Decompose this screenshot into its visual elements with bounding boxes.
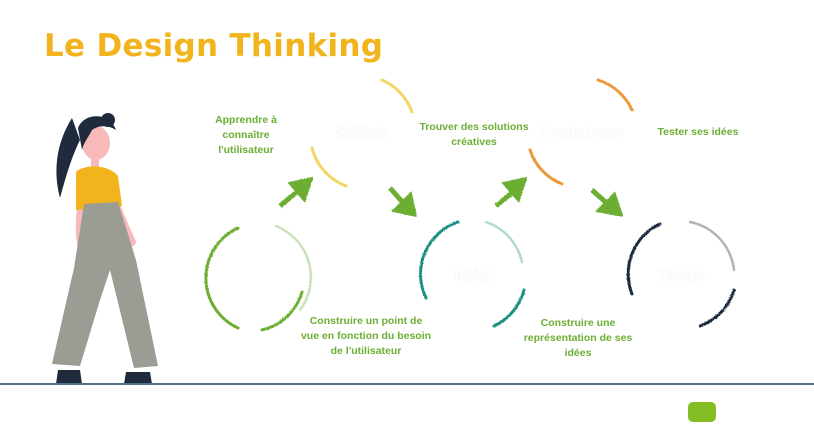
empathize-circle xyxy=(204,224,313,332)
label-define: Construire un point de vue en fonction d… xyxy=(300,315,432,357)
stage-prototype: Prototyper xyxy=(538,123,624,142)
test-circle xyxy=(626,220,736,328)
arrow-prototype-to-test-icon xyxy=(590,188,624,218)
label-empathize: Apprendre à connaître l'utilisateur xyxy=(215,114,277,156)
stage-ideate: Idéer xyxy=(454,266,496,285)
label-test: Tester ses idées xyxy=(657,126,739,138)
define-circle xyxy=(310,78,414,188)
arrow-empathize-to-define-icon xyxy=(278,176,314,208)
stage-test: Tester xyxy=(656,266,706,285)
stage-define: Définir xyxy=(336,123,390,142)
page-title: Le Design Thinking xyxy=(44,28,384,64)
person-illustration xyxy=(52,113,158,384)
arrow-ideate-to-prototype-icon xyxy=(494,176,528,208)
arrow-define-to-ideate-icon xyxy=(388,186,418,218)
ideate-circle xyxy=(419,220,526,328)
ground-line xyxy=(0,383,814,385)
label-prototype: Construire une représentation de ses idé… xyxy=(523,317,633,359)
label-ideate: Trouver des solutions créatives xyxy=(419,121,529,148)
prototype-circle xyxy=(528,78,634,186)
next-slide-button[interactable] xyxy=(688,402,716,422)
